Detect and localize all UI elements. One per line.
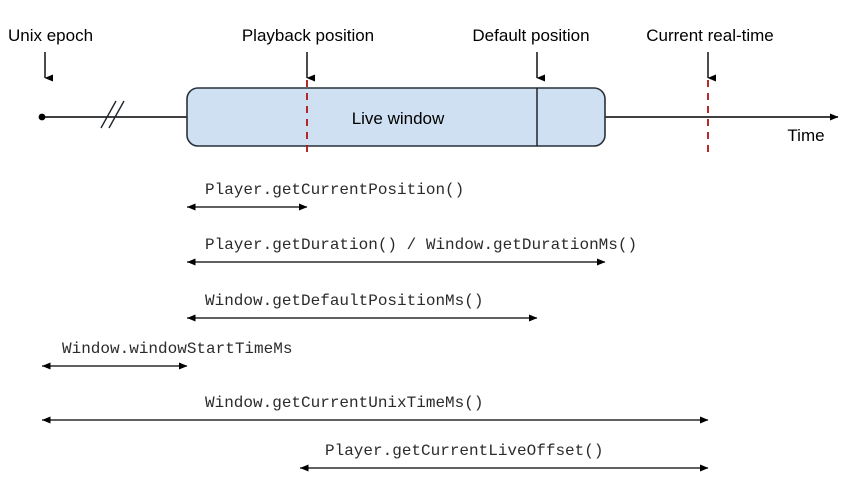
measurement-label-get-duration: Player.getDuration() / Window.getDuratio… [205, 236, 637, 254]
measurement-label-get-default-position-ms: Window.getDefaultPositionMs() [205, 292, 483, 310]
marker-current-real-time: Current real-time [646, 26, 774, 82]
marker-label-current-real-time: Current real-time [646, 26, 774, 45]
marker-playback-position: Playback position [242, 26, 374, 82]
axis-label-time: Time [787, 126, 824, 145]
axis-break-slash-2 [108, 100, 125, 129]
measurement-get-current-live-offset: Player.getCurrentLiveOffset() [300, 442, 709, 472]
measurement-label-get-current-live-offset: Player.getCurrentLiveOffset() [325, 442, 603, 460]
marker-label-unix-epoch: Unix epoch [8, 26, 93, 45]
measurement-label-window-start-time-ms: Window.windowStartTimeMs [62, 340, 292, 358]
measurement-get-current-unix-time-ms: Window.getCurrentUnixTimeMs() [42, 394, 709, 424]
measurement-get-duration: Player.getDuration() / Window.getDuratio… [187, 236, 637, 266]
measurement-window-start-time-ms: Window.windowStartTimeMs [42, 340, 292, 370]
live-window-rect [186, 87, 606, 147]
axis-break-slash-1 [100, 100, 117, 129]
marker-label-default-position: Default position [472, 26, 589, 45]
timeline-axis: Time [38, 100, 839, 145]
measurement-label-get-current-position: Player.getCurrentPosition() [205, 181, 464, 199]
measurement-get-current-position: Player.getCurrentPosition() [187, 181, 464, 211]
marker-label-playback-position: Playback position [242, 26, 374, 45]
marker-unix-epoch: Unix epoch [8, 26, 93, 82]
marker-default-position: Default position [472, 26, 590, 82]
live-window-box: Live window [186, 87, 606, 147]
live-window-label: Live window [352, 109, 445, 128]
measurement-label-get-current-unix-time-ms: Window.getCurrentUnixTimeMs() [205, 394, 483, 412]
measurement-get-default-position-ms: Window.getDefaultPositionMs() [187, 292, 538, 322]
